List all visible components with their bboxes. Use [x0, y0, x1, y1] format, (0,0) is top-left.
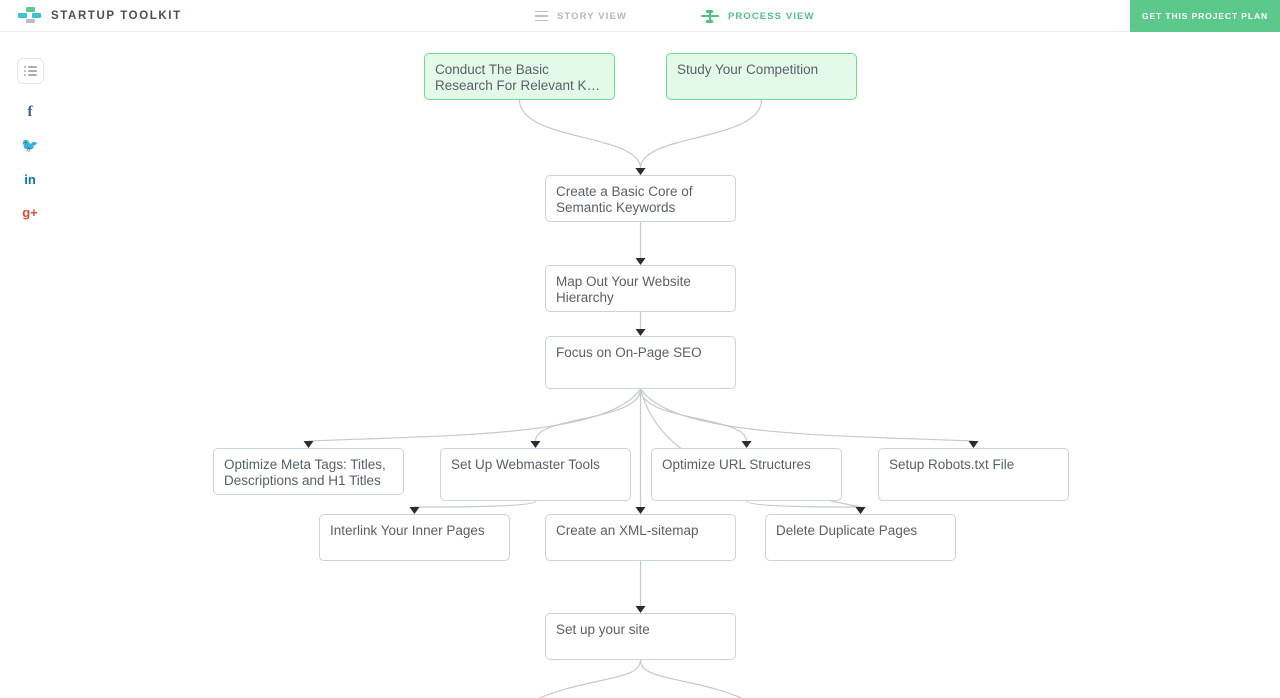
flowchart-arrowhead	[968, 441, 979, 448]
brand-name: STARTUP TOOLKIT	[51, 9, 182, 22]
flowchart-node-label: Optimize URL Structures	[662, 457, 811, 472]
flowchart-node-label: Conduct The Basic Research For Relevant …	[435, 62, 601, 93]
flowchart-edge	[640, 388, 974, 442]
flowchart-arrowhead	[741, 441, 752, 448]
flowchart-edge	[518, 99, 642, 169]
flowchart-arrowhead	[303, 441, 314, 448]
get-project-plan-button[interactable]: GET THIS PROJECT PLAN	[1130, 0, 1280, 32]
flowchart-node[interactable]: Optimize URL Structures	[651, 448, 842, 501]
flowchart-node[interactable]: Setup Robots.txt File	[878, 448, 1069, 501]
flowchart-arrowhead	[530, 441, 541, 448]
flowchart-arrowhead	[635, 258, 646, 265]
flowchart-node-label: Set Up Webmaster Tools	[451, 457, 600, 472]
flowchart-node-label: Create an XML-sitemap	[556, 523, 699, 538]
flowchart-arrowhead	[635, 606, 646, 613]
flowchart-arrowhead	[635, 507, 646, 514]
flowchart-node[interactable]: Conduct The Basic Research For Relevant …	[424, 53, 615, 100]
flowchart-edge	[639, 99, 763, 169]
flowchart-arrowhead	[635, 329, 646, 336]
flowchart-node-label: Set up your site	[556, 622, 650, 637]
nav-process-view[interactable]: PROCESS VIEW	[700, 9, 815, 23]
flowchart-node-label: Setup Robots.txt File	[889, 457, 1015, 472]
left-rail: f 🐦 in g+	[0, 33, 60, 698]
flowchart-edge	[745, 500, 862, 508]
app-header: STARTUP TOOLKIT STORY VIEW PROCESS VIEW …	[0, 0, 1280, 32]
brand[interactable]: STARTUP TOOLKIT	[18, 7, 182, 24]
flowchart-edge	[308, 388, 641, 442]
flowchart-node-label: Map Out Your Website Hierarchy	[556, 274, 691, 305]
flowchart-node-label: Optimize Meta Tags: Titles, Descriptions…	[224, 457, 386, 488]
hierarchy-icon	[18, 7, 42, 24]
flowchart-node[interactable]: Interlink Your Inner Pages	[319, 514, 510, 561]
flowchart-node[interactable]: Focus on On-Page SEO	[545, 336, 736, 389]
flowchart-edge	[639, 388, 748, 442]
header-nav: STORY VIEW PROCESS VIEW	[535, 0, 815, 32]
flowchart-node[interactable]: Create a Basic Core of Semantic Keywords	[545, 175, 736, 222]
facebook-icon[interactable]: f	[27, 104, 33, 120]
flowchart-edge	[639, 659, 743, 698]
toggle-list-button[interactable]	[17, 58, 44, 84]
flowchart-edge	[534, 388, 642, 442]
flowchart-arrowhead	[635, 168, 646, 175]
nav-story-view-label: STORY VIEW	[557, 10, 627, 22]
flowchart-node-label: Focus on On-Page SEO	[556, 345, 702, 360]
flowchart-node[interactable]: Set up your site	[545, 613, 736, 660]
flowchart-arrowhead	[855, 507, 866, 514]
linkedin-icon[interactable]: in	[24, 172, 36, 187]
flowchart-node[interactable]: Study Your Competition	[666, 53, 857, 100]
nav-story-view[interactable]: STORY VIEW	[535, 10, 627, 22]
flowchart-arrowhead	[635, 168, 646, 175]
twitter-icon[interactable]: 🐦	[21, 138, 39, 154]
googleplus-icon[interactable]: g+	[22, 205, 38, 220]
flowchart-edge	[413, 500, 537, 508]
flowchart-node-label: Interlink Your Inner Pages	[330, 523, 485, 538]
flowchart-node-label: Study Your Competition	[677, 62, 819, 77]
flowchart-node[interactable]: Create an XML-sitemap	[545, 514, 736, 561]
process-hierarchy-icon	[700, 9, 719, 23]
flowchart-arrowhead	[409, 507, 420, 514]
flowchart-edge	[538, 659, 642, 698]
process-flowchart-canvas[interactable]: Conduct The Basic Research For Relevant …	[0, 33, 1280, 698]
flowchart-node[interactable]: Map Out Your Website Hierarchy	[545, 265, 736, 312]
flowchart-node[interactable]: Set Up Webmaster Tools	[440, 448, 631, 501]
flowchart-arrowhead	[855, 507, 866, 514]
flowchart-node-label: Create a Basic Core of Semantic Keywords	[556, 184, 693, 215]
list-icon	[24, 66, 37, 76]
hamburger-icon	[535, 10, 548, 22]
flowchart-node[interactable]: Optimize Meta Tags: Titles, Descriptions…	[213, 448, 404, 495]
flowchart-node[interactable]: Delete Duplicate Pages	[765, 514, 956, 561]
nav-process-view-label: PROCESS VIEW	[727, 10, 815, 22]
flowchart-node-label: Delete Duplicate Pages	[776, 523, 918, 538]
